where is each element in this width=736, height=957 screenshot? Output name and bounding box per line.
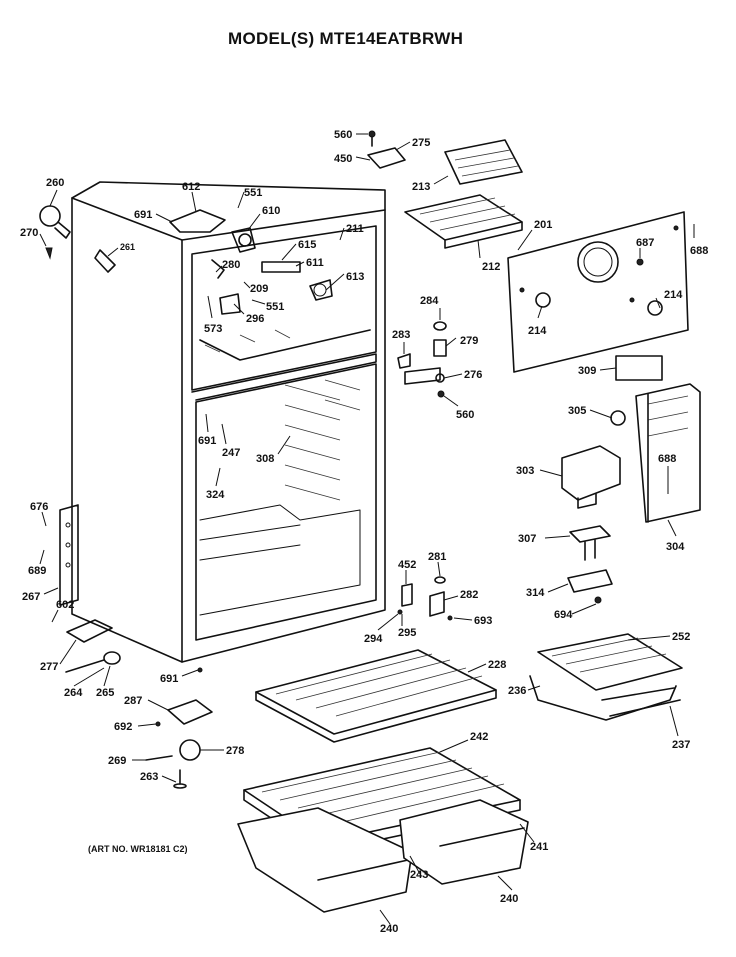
label-303: 303: [516, 465, 534, 477]
label-304: 304: [666, 541, 685, 553]
air-duct-assembly: [561, 383, 701, 604]
label-209: 209: [250, 283, 268, 295]
label-287: 287: [124, 695, 142, 707]
label-242: 242: [470, 731, 488, 743]
label-269: 269: [108, 755, 126, 767]
label-237: 237: [672, 739, 690, 751]
label-283: 283: [392, 329, 410, 341]
label-560: 560: [334, 129, 352, 141]
label-280: 280: [222, 259, 240, 271]
label-688: 688: [690, 245, 708, 257]
label-plate: [615, 355, 663, 381]
label-611: 611: [306, 257, 324, 269]
center-hinge-parts: [397, 576, 453, 621]
label-214: 214: [664, 289, 683, 301]
slide-out-shelf: [529, 633, 683, 721]
label-260: 260: [46, 177, 64, 189]
cold-control: [39, 205, 71, 260]
label-694: 694: [554, 609, 573, 621]
label-691-c: 691: [160, 673, 178, 685]
label-278: 278: [226, 745, 244, 757]
label-228: 228: [488, 659, 506, 671]
label-275: 275: [412, 137, 430, 149]
label-688-b: 688: [658, 453, 676, 465]
label-263: 263: [140, 771, 158, 783]
label-295: 295: [398, 627, 416, 639]
label-261: 261: [120, 242, 135, 252]
label-610: 610: [262, 205, 280, 217]
label-240: 240: [380, 923, 398, 935]
label-282: 282: [460, 589, 478, 601]
top-hinge: [367, 130, 406, 169]
wire-shelf-fresh-food: [255, 649, 497, 743]
label-252: 252: [672, 631, 690, 643]
art-number: (ART NO. WR18181 C2): [88, 844, 188, 854]
label-307: 307: [518, 533, 536, 545]
label-560-b: 560: [456, 409, 474, 421]
label-267: 267: [22, 591, 40, 603]
label-324: 324: [206, 489, 225, 501]
leveling-leg: [66, 619, 113, 643]
label-236: 236: [508, 685, 526, 697]
leader-lines: [39, 133, 695, 925]
cabinet: [59, 181, 386, 663]
label-452: 452: [398, 559, 416, 571]
label-551-b: 551: [266, 301, 284, 313]
label-213: 213: [412, 181, 430, 193]
label-602: 602: [56, 599, 74, 611]
label-264: 264: [64, 687, 83, 699]
label-212: 212: [482, 261, 500, 273]
label-279: 279: [460, 335, 478, 347]
label-573: 573: [204, 323, 222, 335]
label-676: 676: [30, 501, 48, 513]
label-247: 247: [222, 447, 240, 459]
label-211: 211: [346, 223, 364, 235]
evaporator-fan-assembly: [169, 209, 333, 315]
crisper-pan-left: [237, 807, 413, 913]
label-309: 309: [578, 365, 596, 377]
label-305: 305: [568, 405, 586, 417]
label-691: 691: [134, 209, 152, 221]
label-693: 693: [474, 615, 492, 627]
freezer-shelf-and-ice-tray: [404, 139, 523, 249]
label-214-b: 214: [528, 325, 547, 337]
label-314: 314: [526, 587, 545, 599]
crisper-pan-right: [399, 799, 529, 885]
label-687: 687: [636, 237, 654, 249]
label-284: 284: [420, 295, 439, 307]
label-551: 551: [244, 187, 262, 199]
label-294: 294: [364, 633, 383, 645]
label-270: 270: [20, 227, 38, 239]
evaporator-cover: [507, 211, 689, 373]
label-296: 296: [246, 313, 264, 325]
label-277: 277: [40, 661, 58, 673]
small-hardware: [65, 651, 213, 789]
label-615: 615: [298, 239, 316, 251]
label-691-b: 691: [198, 435, 216, 447]
label-612: 612: [182, 181, 200, 193]
label-692: 692: [114, 721, 132, 733]
label-241: 241: [530, 841, 548, 853]
label-689: 689: [28, 565, 46, 577]
part-labels: 560 275 450 213 260 270 261 612 551 691 …: [20, 129, 708, 935]
label-281: 281: [428, 551, 446, 563]
page-title: MODEL(S) MTE14EATBRWH: [228, 29, 463, 48]
label-308: 308: [256, 453, 274, 465]
damper-control-parts: [397, 321, 447, 398]
label-450: 450: [334, 153, 352, 165]
label-265: 265: [96, 687, 114, 699]
label-201: 201: [534, 219, 552, 231]
label-276: 276: [464, 369, 482, 381]
label-243: 243: [410, 869, 428, 881]
label-613: 613: [346, 271, 364, 283]
label-240-b: 240: [500, 893, 518, 905]
